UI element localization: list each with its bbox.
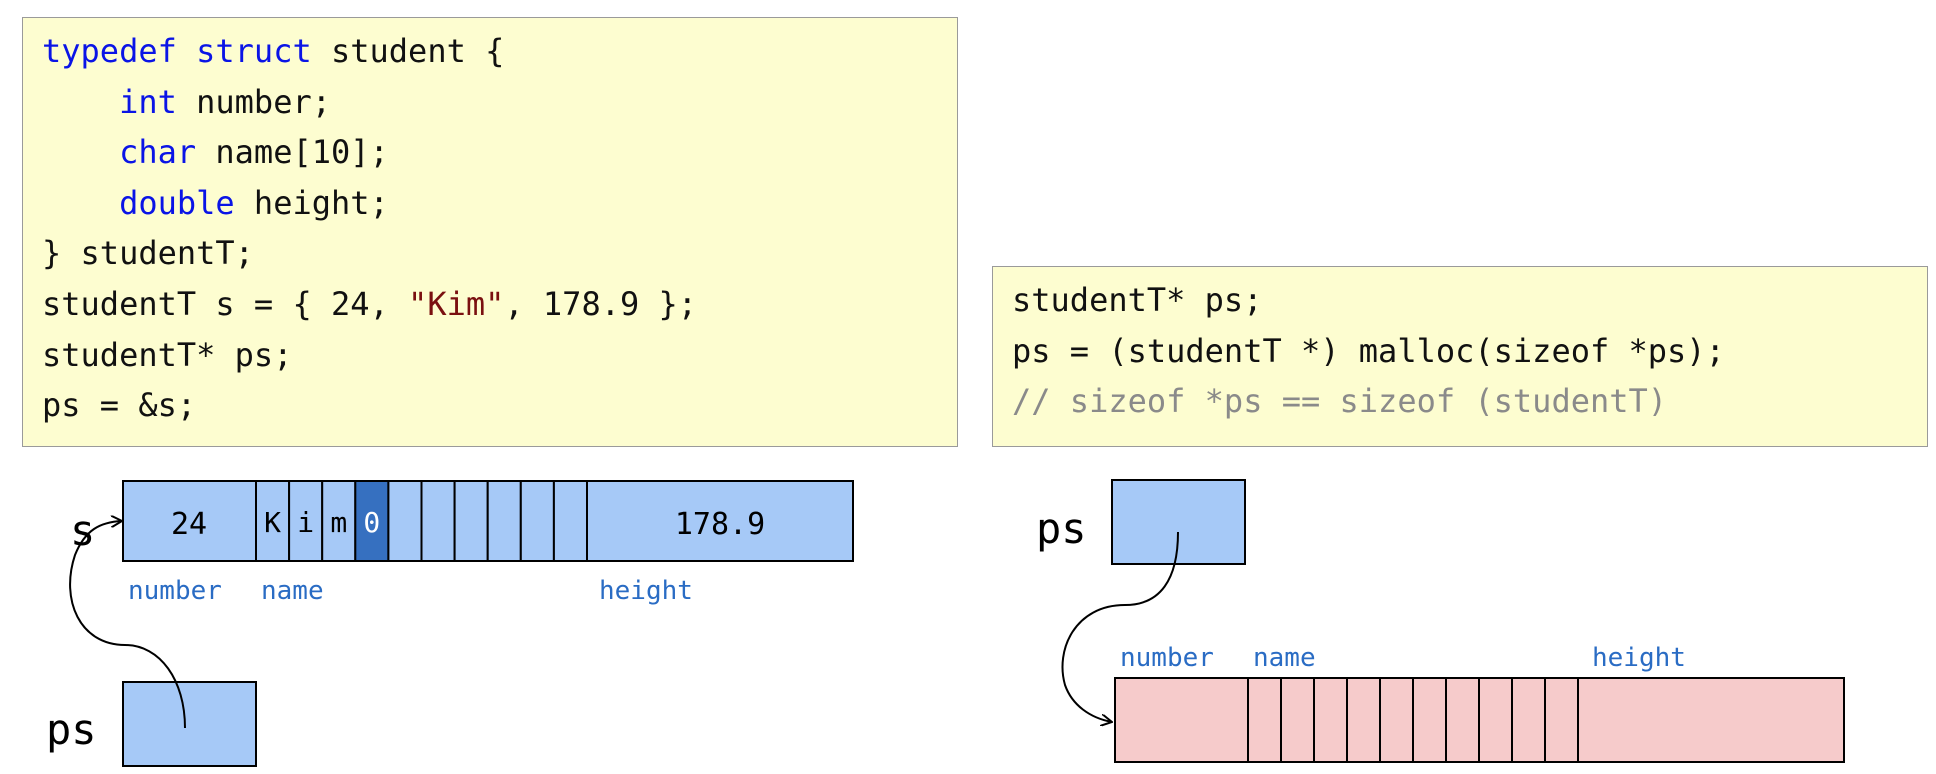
code-comment: // sizeof *ps == sizeof (studentT) xyxy=(1012,382,1668,421)
code-line: studentT* ps; xyxy=(1012,275,1262,325)
name-char: m xyxy=(330,506,347,539)
code-text: , 178.9 }; xyxy=(504,285,698,323)
name-char-cell xyxy=(288,480,324,562)
height-value: 178.9 xyxy=(675,507,765,542)
name-char-cell xyxy=(1346,677,1381,763)
pointer-ps-right: ps xyxy=(1036,479,1246,722)
pointer-ps-label: ps xyxy=(1036,504,1087,553)
name-char-cell xyxy=(1280,677,1315,763)
number-cell xyxy=(122,480,257,562)
name-array xyxy=(1247,677,1579,763)
name-char-cell xyxy=(519,480,555,562)
code-line: typedef struct student { xyxy=(42,26,504,76)
height-cell xyxy=(586,480,854,562)
code-text: height; xyxy=(234,183,389,222)
code-keyword: struct xyxy=(196,32,312,70)
name-char-cell xyxy=(1445,677,1480,763)
name-char-cell xyxy=(1544,677,1579,763)
field-label-number: number xyxy=(128,576,222,606)
code-line: ps = &s; xyxy=(42,380,196,430)
code-text: studentT* ps; xyxy=(42,335,293,374)
code-line: char name[10]; xyxy=(42,127,389,177)
code-keyword: double xyxy=(119,183,235,222)
field-label-name: name xyxy=(1253,643,1316,673)
code-text: studentT s = { 24, xyxy=(42,285,409,323)
code-text: name[10]; xyxy=(196,133,389,172)
name-char-cell xyxy=(1313,677,1348,763)
name-char-cell xyxy=(486,480,522,562)
code-text: student { xyxy=(311,32,505,70)
name-char-cell xyxy=(1478,677,1513,763)
name-char-cell xyxy=(1379,677,1414,763)
name-char: 0 xyxy=(363,506,380,539)
code-line: ps = (studentT *) malloc(sizeof *ps); xyxy=(1012,326,1725,376)
code-keyword: char xyxy=(119,133,197,172)
pointer-ps-label: ps xyxy=(46,705,97,754)
name-char-cell xyxy=(1511,677,1546,763)
code-text: studentT* ps; xyxy=(1012,281,1263,319)
name-char-cell xyxy=(420,480,456,562)
code-keyword: int xyxy=(119,82,177,121)
code-keyword: typedef xyxy=(42,32,177,70)
field-label-height: height xyxy=(599,576,693,606)
code-line: studentT* ps; xyxy=(42,330,292,380)
code-text: ps = &s; xyxy=(42,386,197,425)
height-cell xyxy=(1577,677,1845,763)
code-line: int number; xyxy=(42,77,331,127)
pointer-ps-left: ps xyxy=(46,521,257,767)
field-label-number: number xyxy=(1120,643,1214,673)
pointer-arrow xyxy=(69,521,186,729)
code-text: } studentT; xyxy=(42,234,254,273)
name-char: K xyxy=(264,506,281,539)
field-label-name: name xyxy=(261,576,324,606)
pointer-ps-box xyxy=(1111,479,1246,565)
code-string: "Kim" xyxy=(408,285,505,323)
pointer-ps-box xyxy=(122,681,257,767)
name-char-cell xyxy=(453,480,489,562)
code-line: double height; xyxy=(42,178,389,228)
code-line: studentT s = { 24, "Kim", 178.9 }; xyxy=(42,279,697,329)
code-text: ps = (studentT *) malloc(sizeof *ps); xyxy=(1012,331,1725,370)
code-panel-struct: typedef struct student { int number; cha… xyxy=(22,17,958,447)
code-line: // sizeof *ps == sizeof (studentT) xyxy=(1012,376,1667,426)
number-cell xyxy=(1114,677,1249,763)
name-char-cell xyxy=(1247,677,1282,763)
name-char-cell xyxy=(1412,677,1447,763)
name-char-cell xyxy=(255,480,291,562)
pointer-arrow xyxy=(1061,531,1179,722)
name-char-cell xyxy=(552,480,589,562)
code-text: number; xyxy=(176,82,331,121)
field-label-height: height xyxy=(1592,643,1686,673)
name-char: i xyxy=(297,506,314,539)
code-panel-malloc: studentT* ps; ps = (studentT *) malloc(si… xyxy=(992,266,1928,447)
code-line: } studentT; xyxy=(42,228,254,278)
name-char-cell xyxy=(387,480,423,562)
number-value: 24 xyxy=(171,507,207,542)
heap-struct: number name height xyxy=(1114,643,1845,763)
